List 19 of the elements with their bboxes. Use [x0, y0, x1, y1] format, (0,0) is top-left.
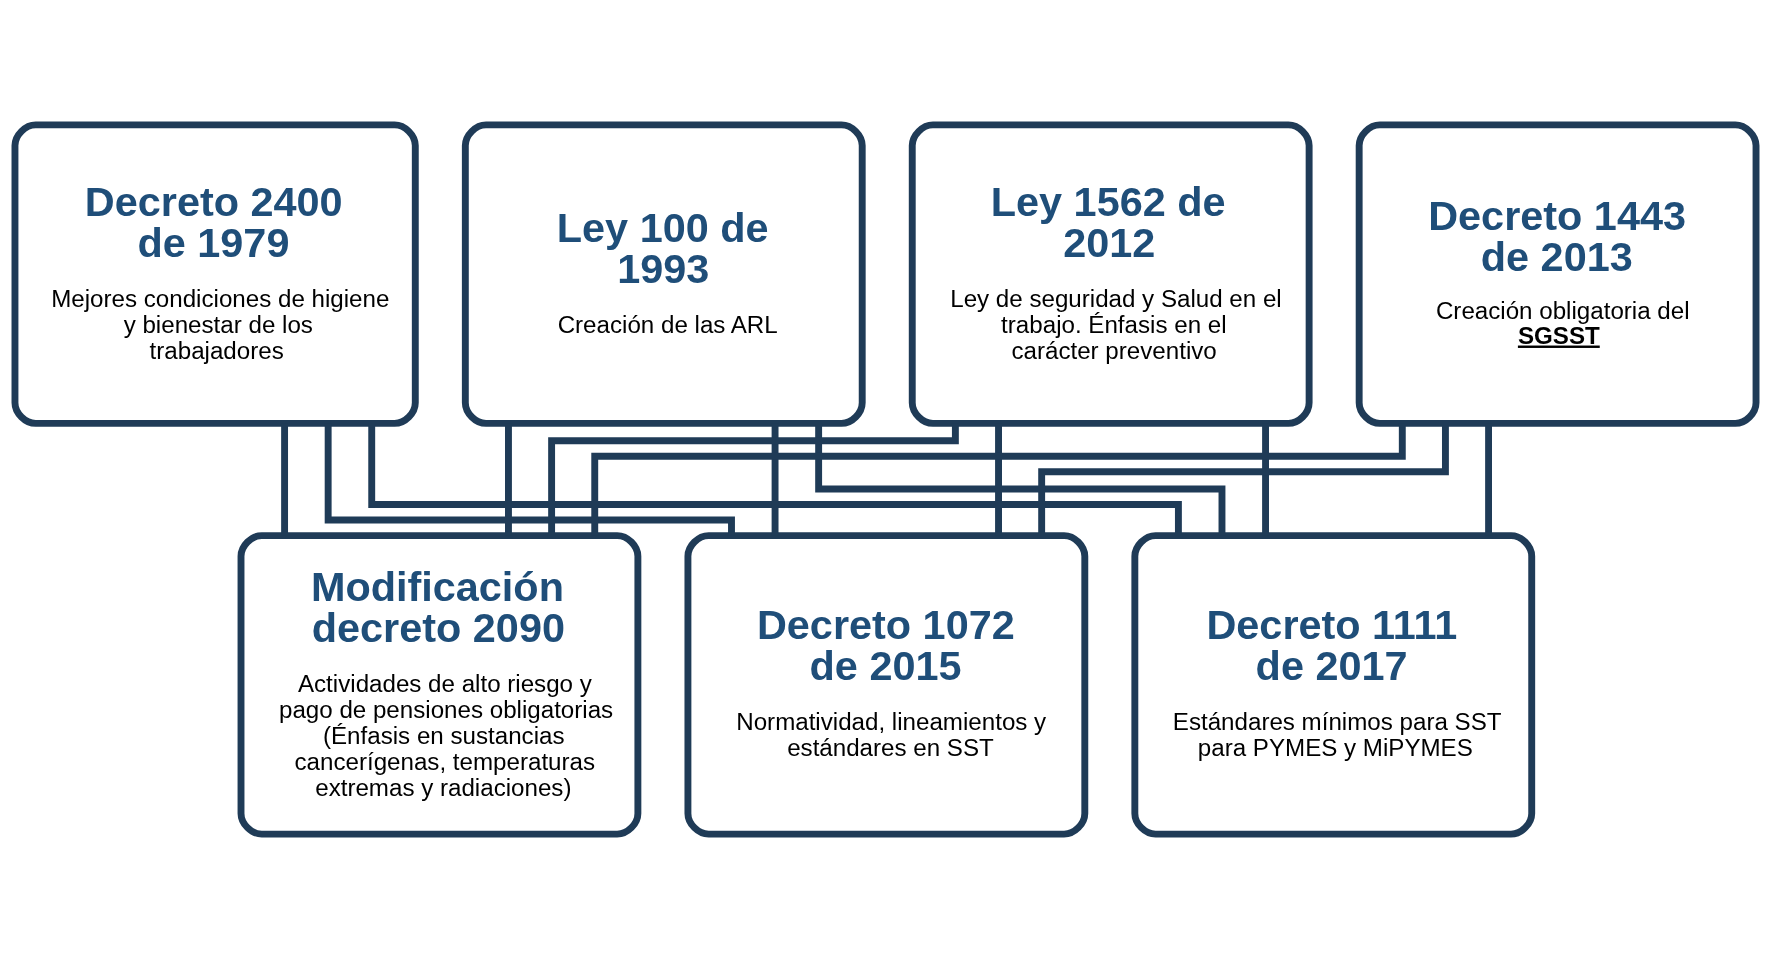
node-box: Decreto 1111 de 2017 Estándares mínimos para SST para PYMES y MiPYMES [1131, 532, 1536, 838]
node-box: Decreto 1443 de 2013 Creación obligatoria del SGSST [1355, 121, 1760, 427]
connector [1485, 423, 1493, 536]
connector [1262, 423, 1269, 536]
connector [548, 423, 959, 536]
connector [995, 423, 1002, 536]
connector [505, 423, 512, 536]
connector [1038, 423, 1449, 536]
connector [281, 423, 289, 536]
node-box: Decreto 1072 de 2015 Normatividad, lineamientos y estándares en SST [684, 532, 1089, 838]
node-box: Decreto 2400 de 1979 Mejores condiciones de higiene y bienestar de los trabajadores [11, 121, 419, 427]
connector [815, 423, 1226, 536]
connector [771, 423, 779, 536]
node-box: Ley 1562 de 2012 Ley de seguridad y Salud en el trabajo. Énfasis en el carácter preventivo [908, 121, 1313, 427]
connector [591, 423, 1406, 536]
connector [324, 423, 735, 536]
connector [368, 423, 1182, 536]
node-box: Modificación decreto 2090 Actividades de alto riesgo y pago de pensiones obligatorias (Énfasis en sustancias cancerígenas, temperaturas extremas y radiaciones) [237, 532, 642, 838]
node-box: Ley 100 de 1993 Creación de las ARL [461, 121, 866, 427]
